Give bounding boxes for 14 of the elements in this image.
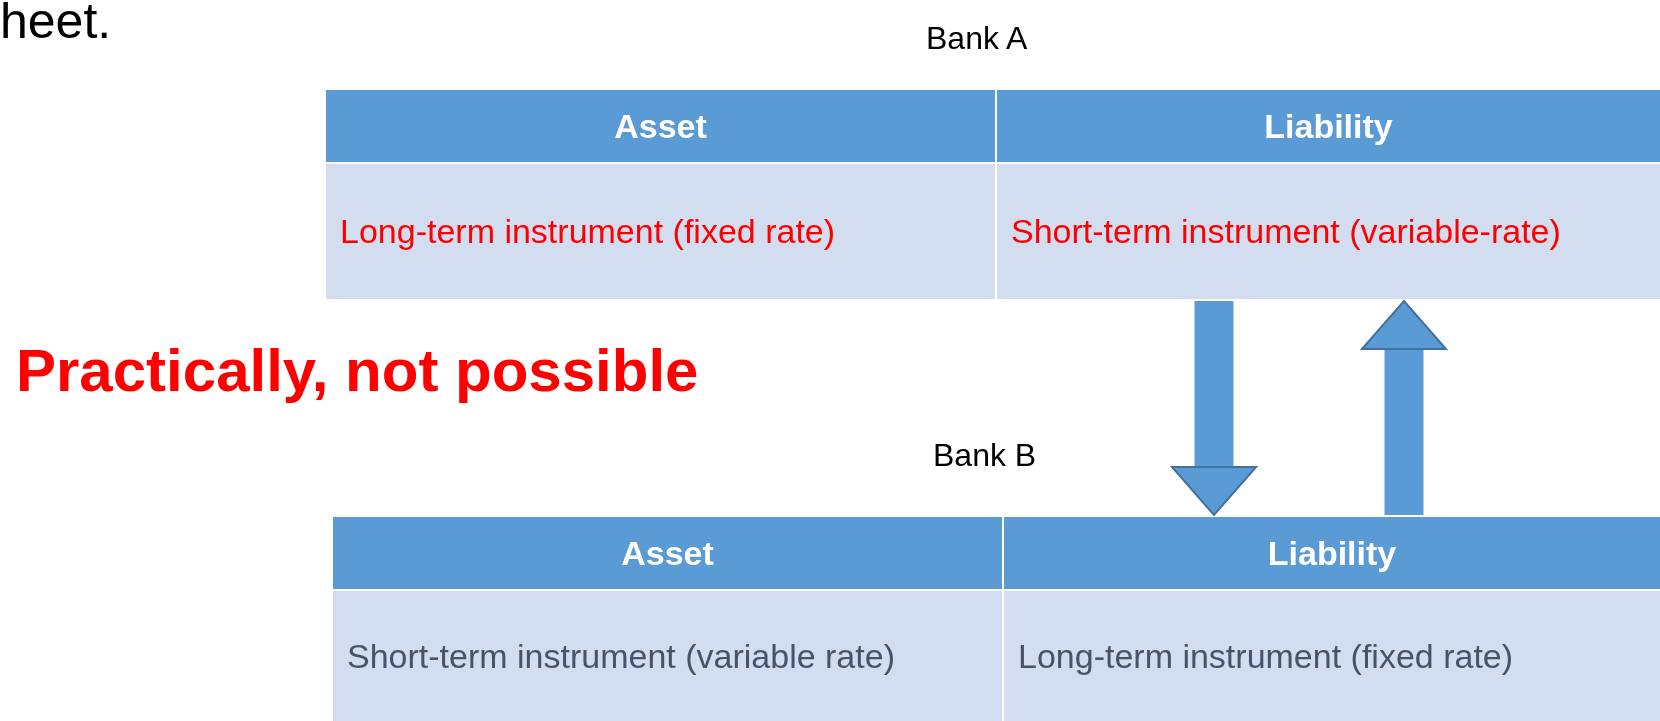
warning-note: Practically, not possible bbox=[16, 336, 699, 405]
table-cell: Long-term instrument (fixed rate) bbox=[1004, 591, 1660, 721]
column-header: Asset bbox=[326, 90, 995, 162]
block-arrow bbox=[1171, 301, 1257, 516]
table-title: Bank B bbox=[933, 437, 1037, 474]
table-cell: Short-term instrument (variable rate) bbox=[333, 591, 1002, 721]
column-header: Asset bbox=[333, 517, 1002, 589]
heading-fragment: heet. bbox=[0, 0, 112, 50]
table-title: Bank A bbox=[926, 20, 1028, 57]
block-arrow bbox=[1361, 300, 1447, 515]
column-header: Liability bbox=[997, 90, 1660, 162]
column-header: Liability bbox=[1004, 517, 1660, 589]
table-cell: Long-term instrument (fixed rate) bbox=[326, 164, 995, 299]
table-cell: Short-term instrument (variable-rate) bbox=[997, 164, 1660, 299]
